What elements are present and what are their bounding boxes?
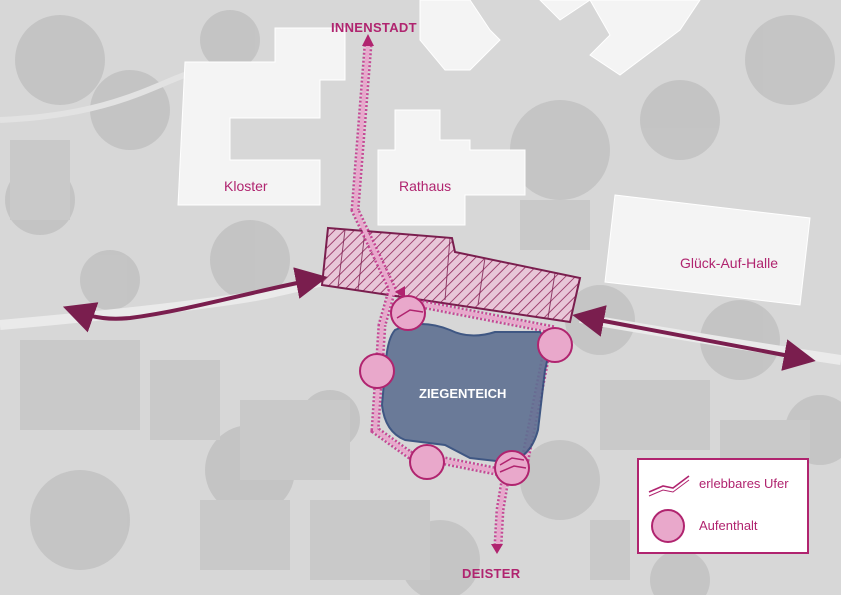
arrow-west-road — [62, 267, 328, 333]
arrow-east-road — [572, 305, 816, 371]
buildings — [177, 0, 811, 306]
map-legend: erlebbares Ufer Aufenthalt — [637, 458, 809, 554]
ufer-marker — [396, 309, 424, 319]
circle-area-icon — [651, 509, 685, 543]
building-north-east — [589, 0, 701, 76]
arrow-plaza-icon — [395, 286, 405, 298]
aufenthalt-circle — [409, 444, 445, 480]
ufer-marker — [499, 465, 527, 473]
aufenthalt-circle — [359, 353, 395, 389]
legend-label-aufenthalt: Aufenthalt — [699, 518, 758, 533]
building-northeast-2 — [539, 0, 591, 21]
legend-row-ufer: erlebbares Ufer — [639, 466, 807, 506]
legend-row-aufenthalt: Aufenthalt — [639, 508, 807, 548]
building-kloster — [177, 27, 346, 206]
ufer-markers — [396, 309, 527, 473]
label-innenstadt: INNENSTADT — [331, 20, 417, 35]
label-kloster: Kloster — [224, 178, 268, 194]
aufenthalt-circle — [390, 295, 426, 331]
plaza-dividers — [337, 229, 556, 319]
label-glueck-auf-halle: Glück-Auf-Halle — [680, 255, 779, 271]
pond-ziegenteich — [380, 323, 549, 464]
ufer-marker — [499, 457, 525, 466]
arrow-innenstadt-icon — [362, 34, 374, 46]
arrow-deister-icon — [491, 544, 503, 554]
zigzag-line-icon — [648, 475, 690, 497]
building-halle — [604, 194, 811, 306]
aufenthalt-circle — [537, 327, 573, 363]
building-rathaus — [377, 109, 526, 226]
label-deister: DEISTER — [462, 566, 521, 581]
building-north — [419, 0, 501, 71]
label-rathaus: Rathaus — [399, 178, 452, 194]
legend-label-ufer: erlebbares Ufer — [699, 476, 789, 491]
label-ziegenteich: ZIEGENTEICH — [419, 386, 507, 401]
